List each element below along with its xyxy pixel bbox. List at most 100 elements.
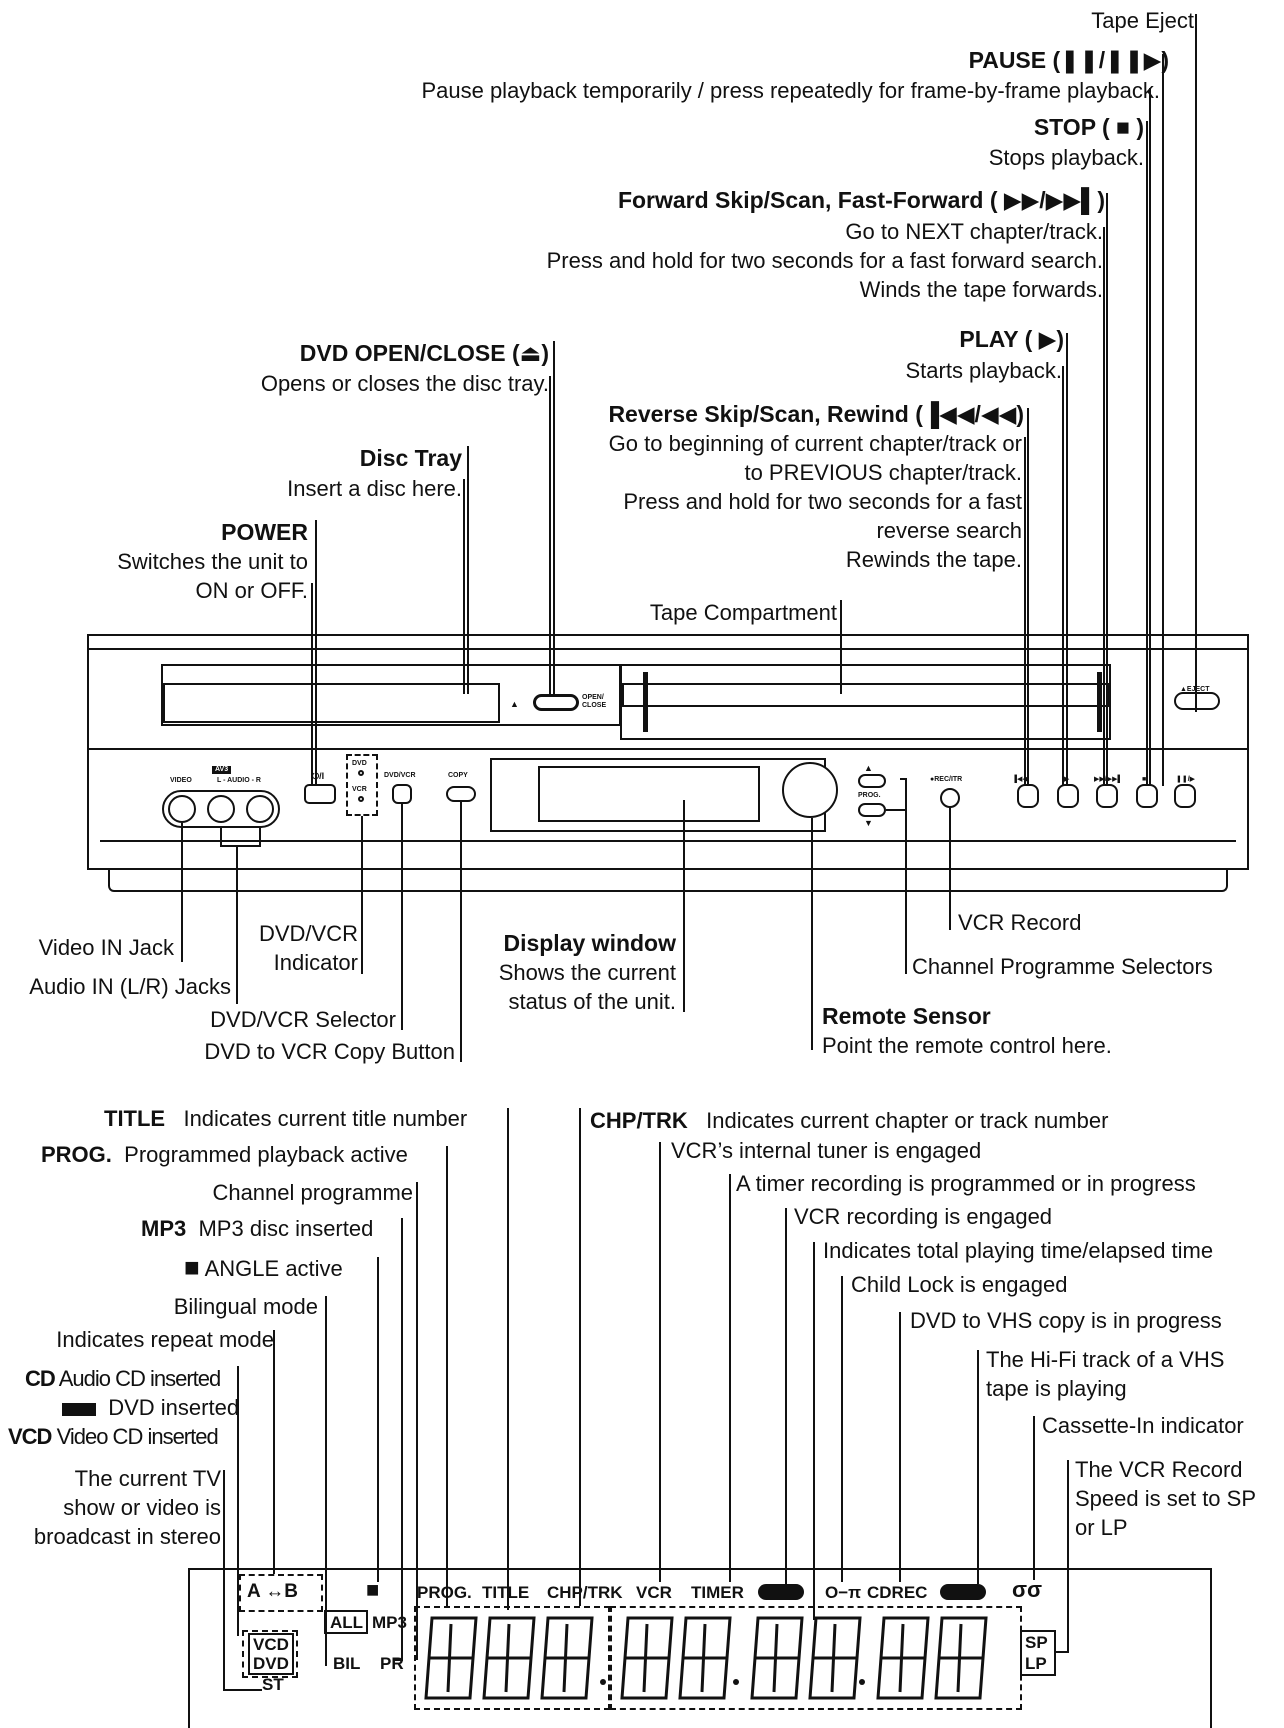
legend-chptrk: CHP/TRK Indicates current chapter or tra… [590,1108,1109,1133]
lcd-digit [934,1616,988,1700]
display-window-title: Display window [503,930,676,956]
legend-angle: ■ ANGLE active [184,1252,343,1282]
lcd-digit [808,1616,862,1700]
lcd-vcr: VCR [636,1583,672,1602]
lcd-ab-box [239,1574,323,1612]
copy-button[interactable] [446,786,476,802]
device-front-panel [87,634,1249,870]
lcd-cassette-icon: σσ [1012,1577,1043,1602]
lcd-title: TITLE [482,1583,530,1602]
rev-button-label: ▐◀◀ [1012,776,1028,783]
tape-eject-label: Tape Eject [1091,8,1194,33]
dvd-led [358,770,364,776]
remote-sensor [782,762,838,818]
pause-title: PAUSE (❚❚/❚❚▶) [968,47,1169,73]
pause-desc: Pause playback temporarily / press repea… [421,78,1160,103]
legend-repeat: Indicates repeat mode [56,1327,274,1352]
lcd-sp: SP [1025,1633,1048,1652]
lcd-digit [876,1616,930,1700]
lcd-chptrk: CHP/TRK [547,1583,623,1602]
dvdvcr-indicator-label-1: DVD/VCR [258,921,358,946]
display-window-desc-1: Shows the current [498,960,676,985]
lcd-prog: PROG. [417,1583,472,1602]
open-close-button[interactable] [533,694,579,711]
video-in-jack[interactable] [168,795,196,823]
tape-compartment-label: Tape Compartment [649,600,837,625]
power-button[interactable] [304,784,336,804]
lcd-speed-box [1020,1630,1056,1676]
prog-up-button[interactable] [858,774,886,788]
fwd-desc-1: Go to NEXT chapter/track. [845,219,1103,244]
lcd-digit [750,1616,804,1700]
remote-sensor-desc: Point the remote control here. [822,1033,1112,1058]
legend-childlock: Child Lock is engaged [851,1272,1068,1297]
legend-channel: Channel programme [212,1180,413,1205]
lcd-vcd: VCD [253,1635,289,1654]
lcd-ab: A ↔B [247,1581,299,1602]
lcd-pr: PR [380,1654,404,1673]
audio-in-right-jack[interactable] [246,795,274,823]
legend-speed-2: Speed is set to SP [1075,1486,1256,1511]
lcd-timer: TIMER [691,1583,744,1602]
lcd-disc-box [242,1630,298,1678]
legend-copy: DVD to VHS copy is in progress [910,1308,1222,1333]
power-symbol: ⏻/I [312,771,325,781]
lcd-st: ST [262,1675,284,1694]
rev-desc-4: reverse search [876,518,1022,543]
lcd-colon-dot [600,1679,606,1685]
pause-button[interactable] [1174,784,1196,808]
lcd-digit [620,1616,674,1700]
fwd-title: Forward Skip/Scan, Fast-Forward ( ▶▶/▶▶▌… [617,187,1105,213]
stop-button-label: ■ [1142,776,1147,783]
audio-label: L - AUDIO - R [217,777,261,784]
stop-desc: Stops playback. [988,145,1144,170]
lcd-copy-indicator [940,1584,986,1600]
lcd-dvd: DVD [253,1654,289,1673]
video-in-label: Video IN Jack [38,935,174,960]
lcd-all: ALL [330,1613,364,1632]
legend-dvd: DVD inserted [62,1393,239,1422]
play-desc: Starts playback. [905,358,1062,383]
power-desc-2: ON or OFF. [195,578,308,603]
lcd-display [188,1568,1212,1728]
lcd-rec-indicator [758,1584,804,1600]
legend-stereo-3: broadcast in stereo [33,1524,221,1549]
legend-speed-1: The VCR Record [1075,1457,1243,1482]
lcd-digit [482,1616,536,1700]
legend-hifi-2: tape is playing [986,1376,1127,1401]
legend-recording: VCR recording is engaged [794,1204,1053,1229]
legend-mp3: MP3 MP3 disc inserted [141,1216,374,1241]
power-title: POWER [221,519,308,545]
channel-selectors-callout: Channel Programme Selectors [912,954,1213,979]
legend-timer: A timer recording is programmed or in pr… [736,1171,1196,1196]
prog-down-button[interactable] [858,803,886,817]
eject-label: ▲EJECT [1180,686,1210,693]
disc-tray-slot [163,683,500,723]
audio-in-left-jack[interactable] [207,795,235,823]
vcr-indicator-label: VCR [352,786,367,793]
copy-label: COPY [448,772,468,779]
legend-elapsed: Indicates total playing time/elapsed tim… [823,1238,1214,1263]
rev-desc-3: Press and hold for two seconds for a fas… [623,489,1022,514]
vcr-record-callout: VCR Record [958,910,1082,935]
legend-title: TITLE Indicates current title number [104,1106,468,1131]
fwd-button-label: ▶▶/▶▶▌ [1094,776,1123,783]
open-close-label: OPEN/ CLOSE [582,694,607,709]
display-window-desc-2: status of the unit. [508,989,676,1014]
av3-label: AV3 [212,766,232,774]
rev-desc-5: Rewinds the tape. [845,547,1022,572]
play-title: PLAY ( ▶) [959,326,1064,352]
rev-desc-2: to PREVIOUS chapter/track. [744,460,1022,485]
disc-tray-title: Disc Tray [359,445,462,471]
pause-button-label: ❚❚/▶ [1176,776,1196,783]
dvd-vcr-selector-button[interactable] [392,784,412,804]
lcd-key-icon: O−π [825,1583,862,1602]
legend-vcd: VCD Video CD inserted [8,1424,219,1449]
lcd-mp3: MP3 [372,1613,407,1632]
lcd-bil: BIL [333,1654,361,1673]
audio-in-label: Audio IN (L/R) Jacks [29,974,231,999]
legend-hifi-1: The Hi-Fi track of a VHS [986,1347,1225,1372]
